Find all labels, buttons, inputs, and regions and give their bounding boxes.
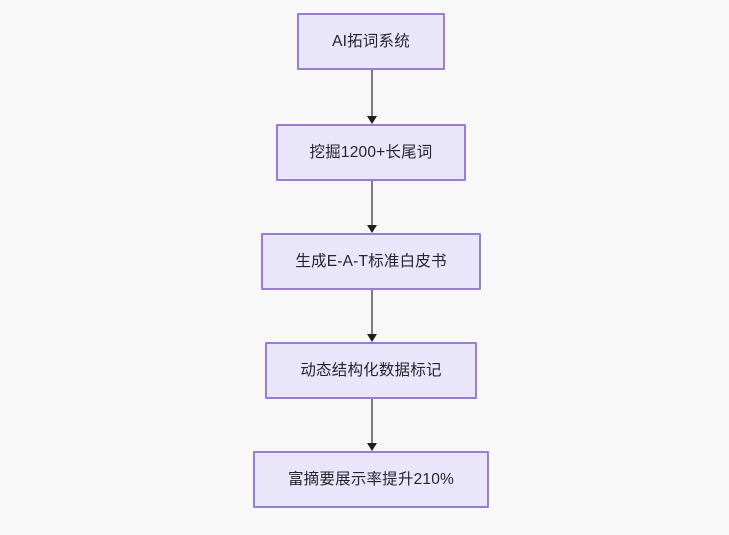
arrowhead-icon [366,334,377,342]
flow-node-label: 挖掘1200+长尾词 [309,143,433,161]
edge-line [371,181,373,227]
flow-node-label: 富摘要展示率提升210% [287,470,455,488]
arrowhead-icon [366,443,377,451]
arrowhead-icon [366,225,377,233]
arrowhead-icon [366,116,377,124]
flow-node-dynamic-structured-data-markup[interactable]: 动态结构化数据标记 [265,342,477,399]
flow-node-ai-keyword-system[interactable]: AI拓词系统 [297,13,445,70]
flow-node-rich-snippet-impression-uplift[interactable]: 富摘要展示率提升210% [253,451,489,508]
flow-node-mine-longtail-keywords[interactable]: 挖掘1200+长尾词 [276,124,466,181]
flow-node-generate-eat-whitepaper[interactable]: 生成E-A-T标准白皮书 [261,233,481,290]
edge-line [371,290,373,336]
flow-node-label: 生成E-A-T标准白皮书 [295,252,447,270]
flow-node-label: 动态结构化数据标记 [300,361,442,379]
edge-line [371,399,373,445]
edge-line [371,70,373,118]
flow-node-label: AI拓词系统 [332,32,410,50]
